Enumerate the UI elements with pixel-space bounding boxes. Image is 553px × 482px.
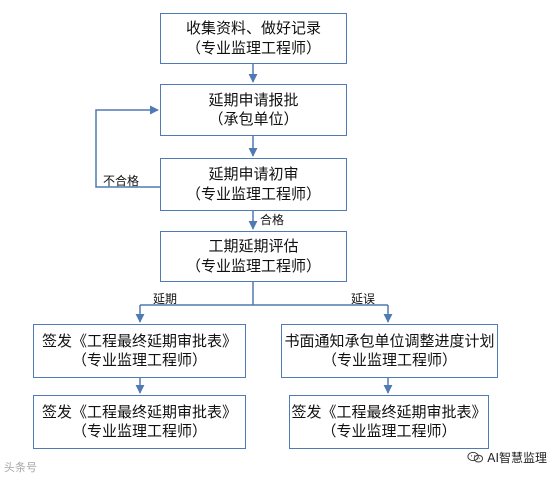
node-left-approval-sign-1-role: （专业监理工程师） xyxy=(71,351,207,369)
node-left-approval-sign-2: 签发《工程最终延期审批表》 （专业监理工程师） xyxy=(33,395,246,449)
wechat-icon xyxy=(467,451,484,463)
node-schedule-adjustment-notice-title: 书面通知承包单位调整进度计划 xyxy=(284,331,495,350)
node-left-approval-sign-1-title: 签发《工程最终延期审批表》 xyxy=(41,331,237,350)
node-extension-report-title: 延期申请报批 xyxy=(208,90,299,109)
node-schedule-evaluation-role: （专业监理工程师） xyxy=(185,256,321,275)
node-left-approval-sign-1: 签发《工程最终延期审批表》 （专业监理工程师） xyxy=(33,324,246,378)
node-left-approval-sign-2-title: 签发《工程最终延期审批表》 xyxy=(41,402,237,421)
watermark-right-text: AI智慧监理 xyxy=(487,450,547,465)
node-schedule-evaluation-title: 工期延期评估 xyxy=(208,237,299,256)
watermark-right: AI智慧监理 xyxy=(467,451,547,464)
node-initial-review-title: 延期申请初审 xyxy=(208,165,299,184)
node-right-approval-sign-role: （专业监理工程师） xyxy=(321,422,457,440)
edge-label-delay: 延误 xyxy=(351,292,376,306)
connector-unqualified-loop xyxy=(95,105,160,188)
node-right-approval-sign-title: 签发《工程最终延期审批表》 xyxy=(291,402,487,421)
node-collect-records: 收集资料、做好记录 （专业监理工程师） xyxy=(160,13,347,64)
watermark-left-text: 头条号 xyxy=(4,461,37,474)
edge-label-extension: 延期 xyxy=(153,292,178,306)
node-extension-report: 延期申请报批 （承包单位） xyxy=(160,84,347,136)
node-schedule-evaluation: 工期延期评估 （专业监理工程师） xyxy=(160,231,347,282)
node-collect-records-title: 收集资料、做好记录 xyxy=(185,19,321,38)
watermark-left: 头条号 xyxy=(4,462,37,473)
node-extension-report-role: （承包单位） xyxy=(208,110,299,128)
node-right-approval-sign: 签发《工程最终延期审批表》 （专业监理工程师） xyxy=(289,395,489,449)
node-left-approval-sign-2-role: （专业监理工程师） xyxy=(71,422,207,440)
node-collect-records-role: （专业监理工程师） xyxy=(185,38,321,57)
node-schedule-adjustment-notice: 书面通知承包单位调整进度计划 （专业监理工程师） xyxy=(281,324,498,378)
edge-label-qualified: 合格 xyxy=(260,213,285,227)
node-initial-review-role: （专业监理工程师） xyxy=(185,184,321,203)
edge-label-unqualified: 不合格 xyxy=(103,174,140,188)
node-schedule-adjustment-notice-role: （专业监理工程师） xyxy=(321,351,457,369)
node-initial-review: 延期申请初审 （专业监理工程师） xyxy=(160,158,347,211)
